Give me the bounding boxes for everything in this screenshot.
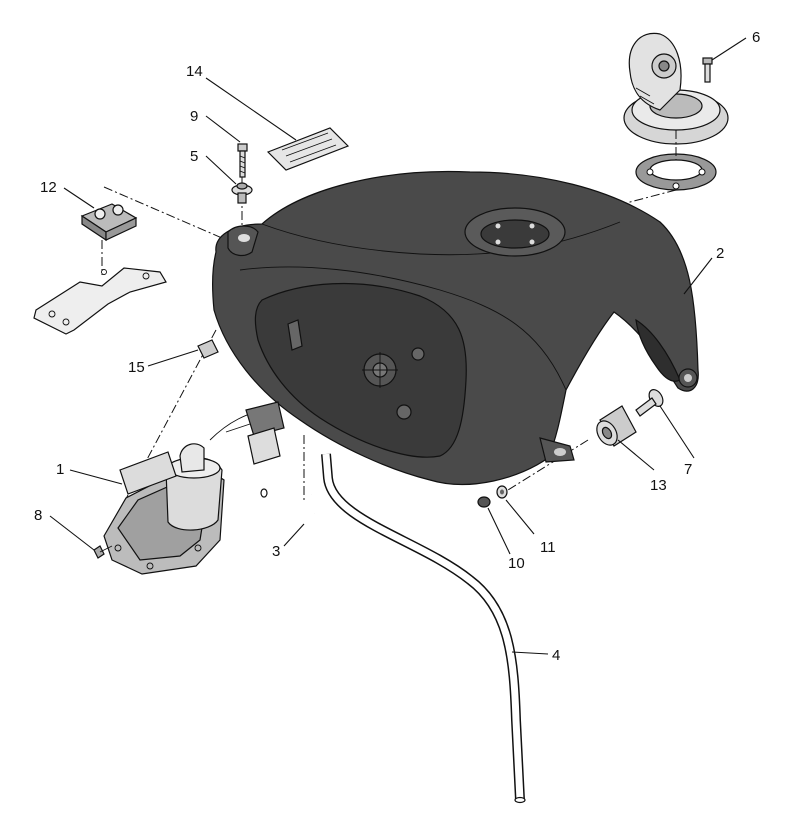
callout-7: 7 <box>684 461 692 478</box>
callout-14: 14 <box>186 63 203 80</box>
short-hose-3 <box>260 488 353 522</box>
callout-leaders <box>49 37 747 655</box>
connector-block-12 <box>80 203 138 242</box>
callout-labels: 14 9 5 12 6 2 15 1 8 3 4 7 13 11 10 <box>34 29 760 664</box>
fuel-pump-assembly <box>103 401 285 575</box>
callout-2: 2 <box>716 245 724 262</box>
mounting-bracket <box>33 267 167 335</box>
bolt-7 <box>635 389 664 417</box>
long-hose-4 <box>321 453 526 804</box>
washer-11 <box>496 485 508 499</box>
callout-6: 6 <box>752 29 760 46</box>
screw-6 <box>702 57 713 83</box>
callout-11: 11 <box>540 539 556 556</box>
callout-1: 1 <box>56 461 64 478</box>
screw-10 <box>477 496 491 508</box>
callout-13: 13 <box>650 477 667 494</box>
callout-12: 12 <box>40 179 57 196</box>
callout-8: 8 <box>34 507 42 524</box>
bolt-9 <box>237 143 248 178</box>
callout-9: 9 <box>190 108 198 125</box>
grommet-15 <box>197 339 219 359</box>
callout-4: 4 <box>552 647 560 664</box>
callout-5: 5 <box>190 148 198 165</box>
fuel-tank <box>212 170 699 486</box>
rubber-mount-13 <box>596 405 637 447</box>
screw-8 <box>93 545 113 559</box>
callout-3: 3 <box>272 543 280 560</box>
rubber-washer-5 <box>231 182 253 204</box>
callout-10: 10 <box>508 555 525 572</box>
callout-15: 15 <box>128 359 145 376</box>
fuel-cap-assembly <box>623 32 729 191</box>
warning-label <box>266 127 350 171</box>
